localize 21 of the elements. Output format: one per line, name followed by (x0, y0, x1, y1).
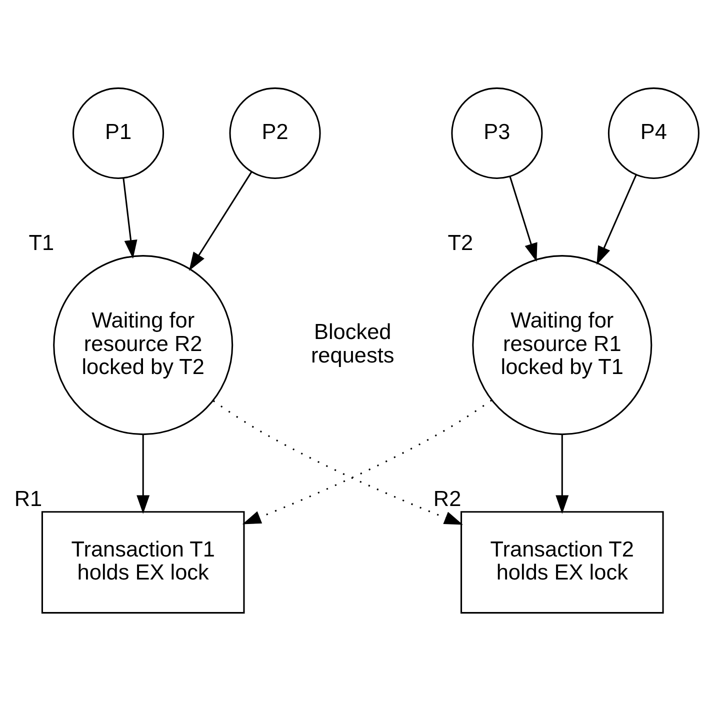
node-circle: P4 (608, 87, 700, 179)
arrow (136, 434, 150, 514)
node-label: R2 (433, 486, 462, 512)
arrow (509, 176, 538, 262)
node-circle: P3 (451, 87, 543, 179)
node-circle: P2 (229, 87, 321, 179)
arrow (189, 172, 252, 271)
node-label: T2 (448, 230, 474, 255)
node-circle: Waiting for resource R1 locked by T1 (472, 255, 652, 436)
arrow (596, 174, 637, 265)
arrow (122, 178, 138, 259)
node-label: T1 (28, 230, 54, 255)
node-box: Transaction T1 holds EX lock (41, 511, 245, 614)
node-box: Transaction T2 holds EX lock (460, 511, 664, 614)
label: Blocked requests (310, 319, 394, 368)
arrow (242, 400, 492, 524)
node-circle: P1 (72, 87, 164, 179)
arrow (212, 400, 463, 525)
arrow (556, 434, 569, 514)
node-circle: Waiting for resource R2 locked by T2 (53, 255, 234, 436)
node-label: R1 (14, 486, 42, 512)
